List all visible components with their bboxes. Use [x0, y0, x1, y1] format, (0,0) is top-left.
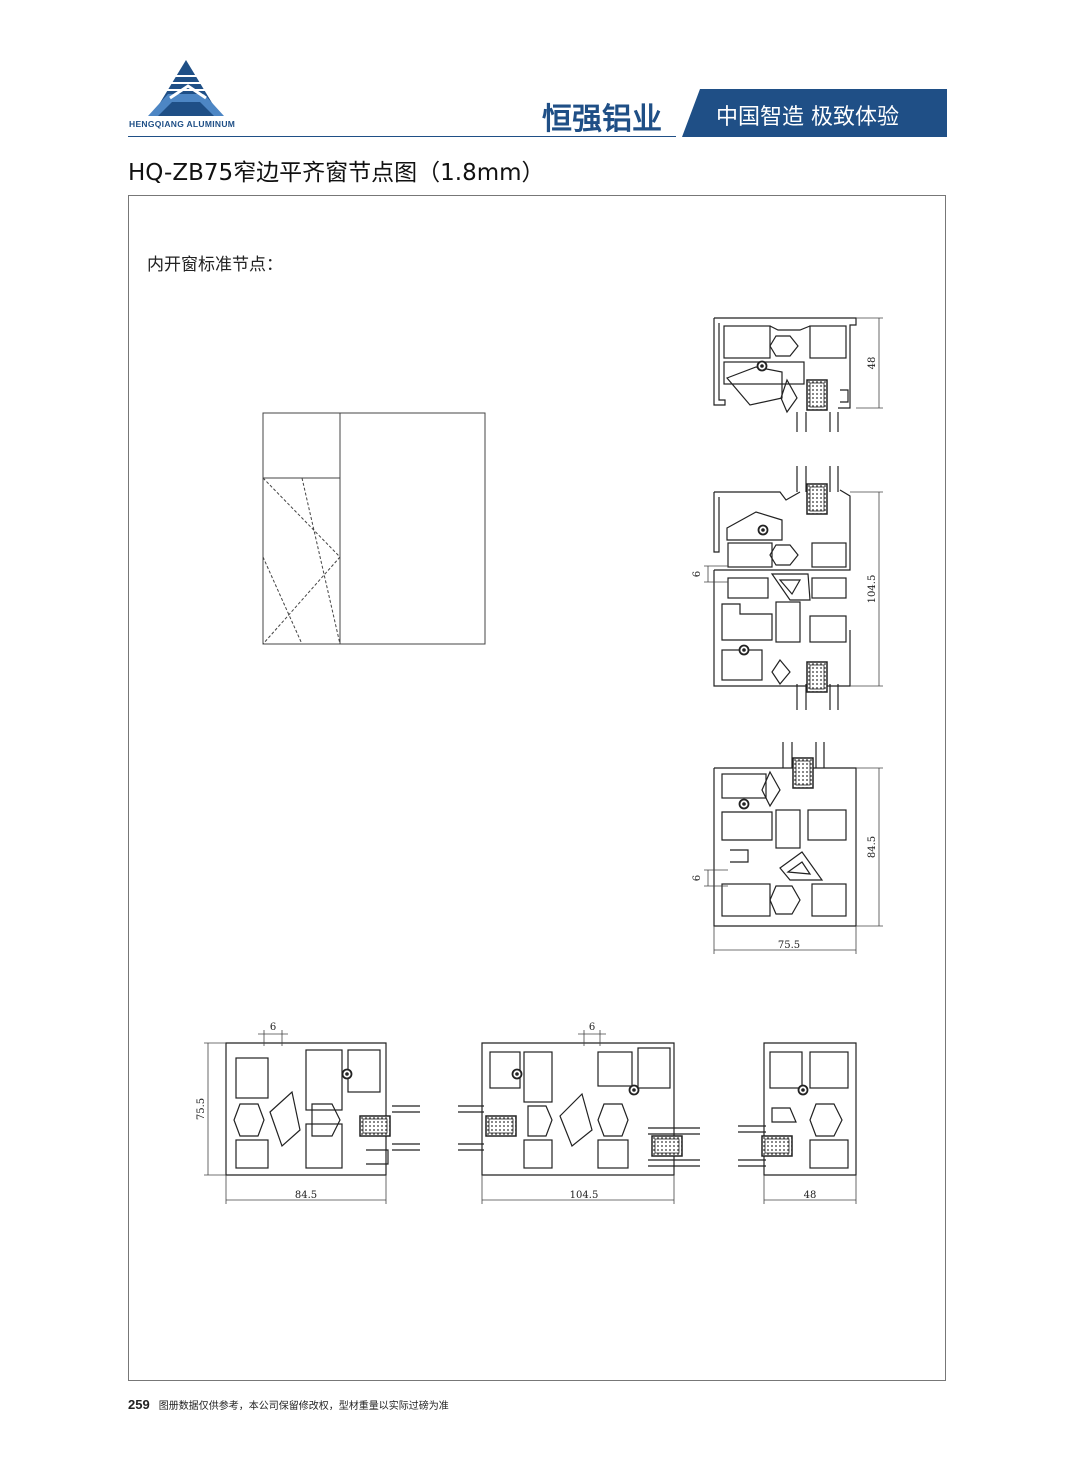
dim-bottom-left-height: 75.5: [196, 1098, 207, 1120]
dim-bottom-right-width: 48: [804, 1190, 817, 1201]
window-elevation: [262, 412, 486, 645]
section-detail-lower: 84.5 6 75.5: [692, 742, 883, 954]
dim-lower-height: 84.5: [867, 836, 878, 858]
section-label: 内开窗标准节点：: [147, 255, 283, 275]
brand-name: 恒强铝业: [542, 102, 662, 137]
drawing-frame: [128, 195, 946, 1381]
dim-middle-height: 104.5: [867, 575, 878, 604]
dim-top-height: 48: [867, 357, 878, 370]
section-detail-bottom-right: 48: [738, 1042, 857, 1204]
dim-bottom-left-width: 84.5: [295, 1190, 317, 1201]
company-logo-icon: [148, 60, 224, 116]
section-detail-top: 48: [713, 317, 883, 432]
section-detail-bottom-left: 75.5 6 84.5: [196, 1022, 420, 1204]
footer-disclaimer: 图册数据仅供参考，本公司保留修改权，型材重量以实际过磅为准: [158, 1401, 449, 1412]
dim-bottom-middle-width: 104.5: [570, 1190, 599, 1201]
footer: 259 图册数据仅供参考，本公司保留修改权，型材重量以实际过磅为准: [128, 1394, 449, 1413]
dim-middle-gap: 6: [692, 571, 703, 577]
dim-lower-width: 75.5: [778, 940, 800, 951]
section-detail-bottom-middle: 6 104.5: [458, 1022, 700, 1204]
slogan-band: [682, 89, 947, 137]
logo-text: HENGQIANG ALUMINUM: [129, 119, 236, 129]
dim-bottom-middle-gap: 6: [589, 1022, 595, 1033]
header-rule: [128, 136, 676, 137]
page-number: 259: [128, 1397, 150, 1412]
section-detail-middle: 104.5 6: [692, 466, 883, 710]
page-title: HQ-ZB75窄边平齐窗节点图（1.8mm）: [128, 160, 545, 186]
dim-lower-gap: 6: [692, 875, 703, 881]
dim-bottom-left-gap: 6: [270, 1022, 276, 1033]
slogan: 中国智造 极致体验: [716, 105, 899, 130]
